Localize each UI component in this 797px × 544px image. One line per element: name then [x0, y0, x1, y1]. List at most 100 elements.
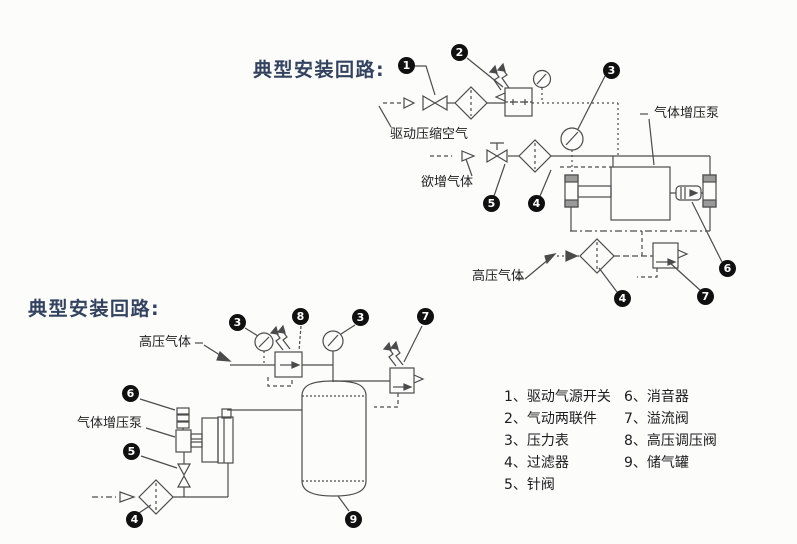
- booster-pump-label-top: 气体增压泵: [654, 106, 720, 121]
- legend-item-8: 8、高压调压阀: [624, 433, 717, 449]
- pointer-drive-air-label: [378, 105, 392, 128]
- pump-coupling: [190, 433, 203, 440]
- gauge-icon: [532, 69, 552, 89]
- pointer-2: [466, 57, 504, 88]
- pump-hp-section: [217, 416, 234, 464]
- relief-drain-dashed: [374, 393, 399, 408]
- hp-gas-arrowhead: [544, 253, 557, 265]
- pump-body-icon: [610, 166, 671, 221]
- muffler-rib: [176, 421, 190, 429]
- pointer-6: [139, 398, 176, 411]
- tank-walls: [301, 396, 367, 481]
- top-badge-pointers: [378, 57, 723, 293]
- badge-3b: 3: [352, 309, 369, 326]
- legend-item-9: 9、储气罐: [624, 455, 689, 471]
- badge-5: 5: [483, 195, 500, 212]
- gauge-needle: [536, 73, 547, 85]
- badge-9: 9: [345, 511, 362, 528]
- legend-item-1: 1、驱动气源开关: [504, 389, 611, 405]
- booster-pump-label-bottom: 气体增压泵: [77, 416, 143, 431]
- check-valve-cap: [564, 174, 579, 183]
- pump-drive-section: [175, 429, 192, 453]
- pointer-5: [140, 455, 178, 469]
- relief-inner-arrow: [403, 383, 413, 391]
- relief-valve-icon: [389, 367, 415, 394]
- top-drive-air-line: [383, 62, 619, 156]
- top-hp-output-line: [516, 238, 689, 280]
- pointer-4b: [598, 267, 618, 293]
- needle-valve-icon: [176, 463, 192, 488]
- flow-arrow-icon: [119, 491, 136, 503]
- hp-gas-label-bottom: 高压气体: [139, 335, 192, 350]
- drive-air-label: 驱动压缩空气: [390, 127, 469, 142]
- legend-item-5: 5、针阀: [504, 477, 555, 493]
- drive-switch-valve-icon: [422, 94, 448, 112]
- relief-valve-icon: [652, 242, 679, 269]
- pointer-1: [415, 65, 436, 96]
- adjust-arrowhead: [488, 64, 498, 74]
- relief-outlet-arrow: [413, 374, 425, 384]
- pointer-5: [493, 163, 506, 197]
- flow-arrow-icon: [461, 150, 476, 162]
- badge-1: 1: [398, 57, 415, 74]
- adjust-arrowhead: [496, 62, 506, 72]
- legend-item-6: 6、消音器: [624, 389, 689, 405]
- badge-4c: 4: [126, 511, 143, 528]
- bottom-badge-pointers: [138, 324, 423, 514]
- muffler-rib: [176, 414, 190, 422]
- hp-gas-arrowhead: [216, 350, 232, 362]
- check-valve-cap: [564, 199, 579, 208]
- filter-icon: [138, 479, 174, 515]
- gauge-needle: [327, 334, 339, 347]
- pointer-4: [539, 169, 552, 197]
- check-valve-cap: [702, 199, 717, 208]
- regulator-inner-arrow: [291, 361, 301, 369]
- pointer-6: [691, 201, 723, 263]
- badge-7b: 7: [417, 308, 434, 325]
- badge-8: 8: [292, 308, 309, 325]
- bottom-tank: [227, 380, 367, 512]
- top-booster-pump: [560, 113, 717, 256]
- pointer-4: [138, 504, 152, 514]
- badge-4b: 4: [614, 290, 631, 307]
- legend-column-1: 1、驱动气源开关 2、气动两联件 3、压力表 4、过滤器 5、针阀: [504, 386, 611, 496]
- legend-item-2: 2、气动两联件: [504, 411, 597, 427]
- adjust-arrowhead: [269, 325, 279, 335]
- muffler-icon: [176, 407, 190, 415]
- top-diagram-title: 典型安装回路:: [253, 59, 386, 81]
- needle-valve-icon: [486, 148, 508, 164]
- muffler-ribs: [680, 187, 686, 199]
- adjust-arrowhead: [389, 340, 399, 350]
- pointer-9: [337, 495, 350, 512]
- pump-coupling: [190, 441, 203, 448]
- pump-outlet-stub: [221, 408, 232, 419]
- pump-label-pointer: [648, 118, 655, 166]
- flow-arrow-icon: [403, 97, 416, 109]
- bottom-hp-line: [195, 324, 425, 408]
- pump-label-pointer: [145, 427, 176, 438]
- frl-inlet-arrow-icon: [494, 92, 506, 102]
- flow-arrow-icon: [565, 250, 579, 262]
- badge-2: 2: [451, 44, 468, 61]
- hp-gas-pointer: [524, 258, 550, 280]
- badge-3: 3: [603, 62, 620, 79]
- pointer-8: [298, 325, 302, 352]
- relief-outlet-arrow: [677, 249, 689, 259]
- relief-drain-dashed: [637, 268, 658, 278]
- hp-gas-label-top: 高压气体: [472, 269, 525, 284]
- legend-item-4: 4、过滤器: [504, 455, 569, 471]
- gauge-needle: [258, 336, 270, 348]
- badge-5b: 5: [123, 443, 140, 460]
- pointer-7: [668, 261, 702, 292]
- pointer-3: [577, 75, 606, 130]
- badge-6b: 6: [122, 385, 139, 402]
- top-boost-gas-line: [430, 127, 711, 175]
- legend-item-7: 7、溢流阀: [624, 411, 689, 427]
- adjust-arrowhead: [276, 324, 286, 334]
- legend-item-3: 3、压力表: [504, 433, 569, 449]
- pump-inlet-pipe: [577, 185, 612, 198]
- badge-7: 7: [697, 288, 714, 305]
- badge-4: 4: [528, 195, 545, 212]
- tank-top-dome: [301, 380, 367, 397]
